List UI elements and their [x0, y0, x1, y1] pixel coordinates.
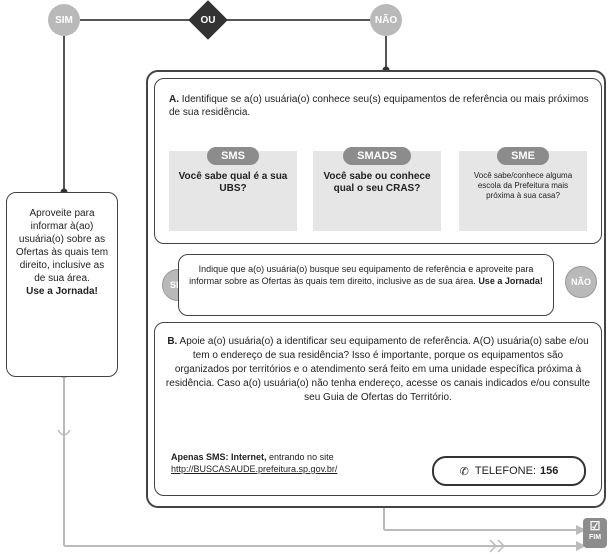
card-sme: SME Você sabe/conhece alguma escola da P… [459, 147, 587, 231]
card-smads-question: Você sabe ou conhece qual o seu CRAS? [323, 171, 431, 194]
card-sme-question: Você sabe/conhece alguma escola da Prefe… [473, 171, 573, 200]
end-label: FIM [588, 534, 602, 541]
or-label: OU [200, 15, 216, 26]
card-sms-tag: SMS [207, 147, 259, 165]
section-b-box: B. Apoie a(o) usuária(o) a identificar s… [154, 322, 602, 496]
section-b-text: Apoie a(o) usuária(o) a identificar seu … [165, 336, 591, 403]
card-smads-tag: SMADS [343, 147, 411, 165]
yes-label: SIM [55, 14, 73, 26]
yes-node: SIM [48, 4, 80, 36]
sms-text: entrando no site [269, 452, 334, 462]
card-sme-tag: SME [497, 147, 549, 165]
left-info-box: Aproveite para informar à(ao) usuária(o)… [6, 192, 118, 377]
card-sms: SMS Você sabe qual é a sua UBS? [169, 147, 297, 231]
sms-link[interactable]: http://BUSCASAUDE.prefeitura.sp.gov.br/ [171, 464, 338, 474]
middle-no-label: NÃO [571, 277, 591, 287]
end-node: ☑ FIM [583, 518, 607, 548]
section-a-heading: A. [169, 94, 179, 105]
section-a-box: A. Identifique se a(o) usuária(o) conhec… [154, 78, 602, 244]
middle-info-box: Indique que a(o) usuária(o) busque seu e… [178, 254, 554, 316]
card-sms-question: Você sabe qual é a sua UBS? [178, 171, 288, 194]
phone-icon: ✆ [459, 465, 469, 478]
card-smads: SMADS Você sabe ou conhece qual o seu CR… [313, 147, 441, 231]
section-a-text: Identifique se a(o) usuária(o) conhece s… [169, 94, 589, 118]
no-label: NÃO [374, 14, 398, 26]
phone-label: TELEFONE: [474, 465, 536, 477]
phone-button[interactable]: ✆ TELEFONE: 156 [432, 456, 586, 486]
section-b-heading: B. [167, 336, 178, 347]
left-box-cta: Use a Jornada! [26, 286, 98, 297]
no-node: NÃO [370, 4, 402, 36]
left-box-text: Aproveite para informar à(ao) usuária(o)… [15, 208, 109, 284]
middle-yes-label: SIM [170, 280, 186, 290]
sms-label: Apenas SMS: Internet, [171, 452, 267, 462]
check-icon: ☑ [589, 519, 601, 533]
middle-no-node: NÃO [565, 266, 597, 298]
middle-text: Indique que a(o) usuária(o) busque seu e… [189, 264, 534, 286]
phone-number: 156 [539, 465, 559, 477]
middle-cta: Use a Jornada! [478, 276, 543, 286]
